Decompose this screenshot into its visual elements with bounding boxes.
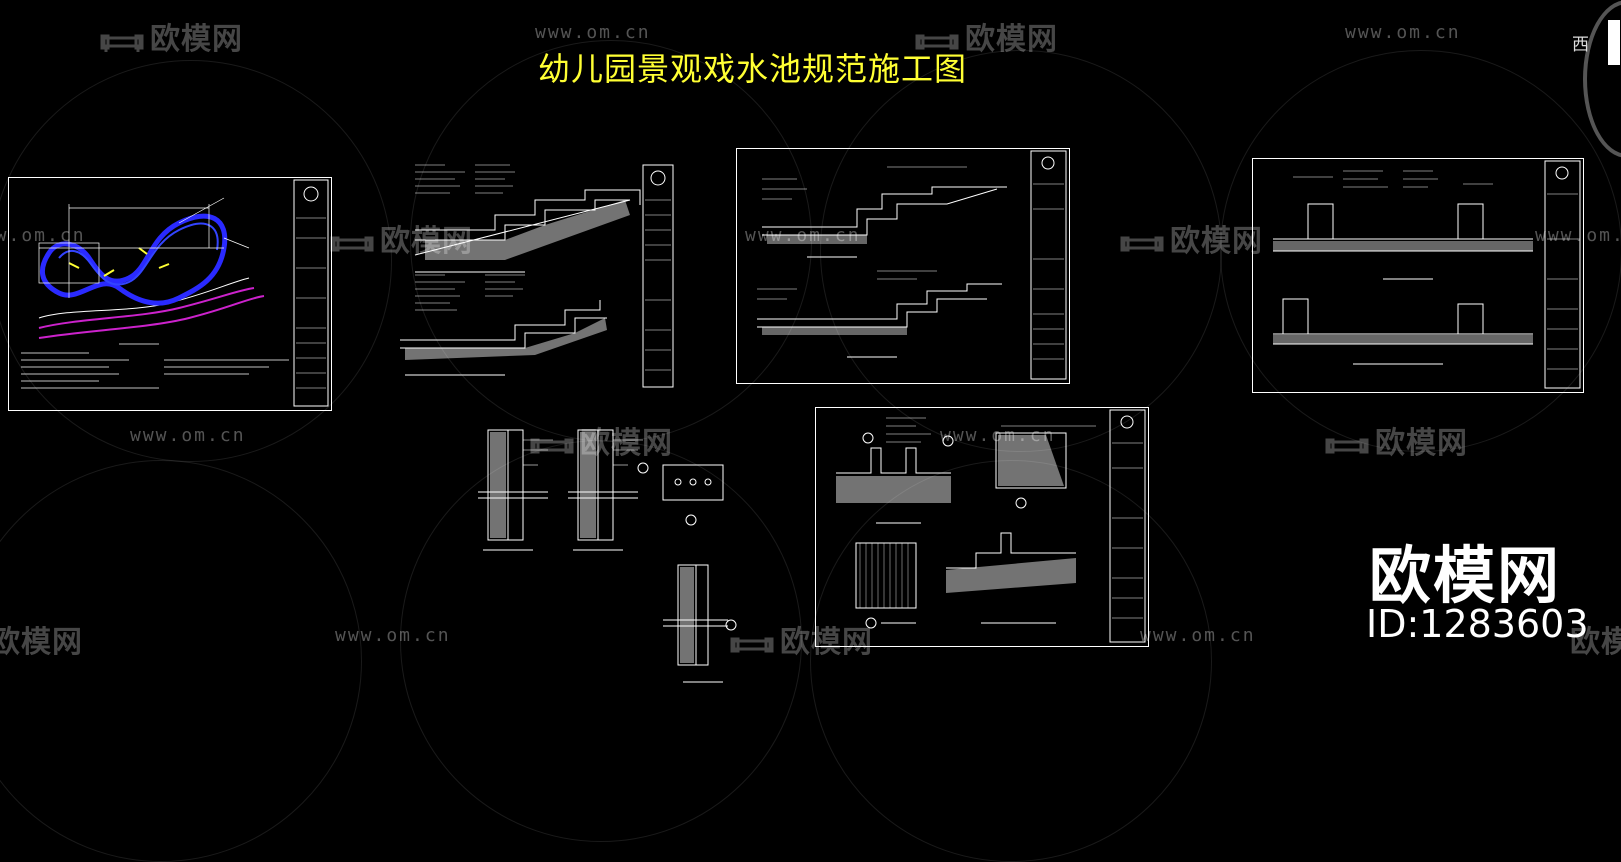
drawing-sections-steps[interactable]	[385, 160, 695, 395]
drawing-sheet-details-bottom[interactable]	[815, 407, 1149, 647]
sofa-icon	[330, 236, 374, 251]
drawing-sheet-plan[interactable]	[8, 177, 332, 411]
watermark-url: www.om.cn	[535, 22, 651, 43]
detail-drawing-right	[1273, 160, 1581, 389]
model-id: ID:1283603	[1366, 602, 1589, 646]
corner-panel-handle[interactable]	[1608, 20, 1620, 65]
pipe-detail-drawing	[478, 429, 737, 683]
watermark-url: www.om.cn	[335, 625, 451, 646]
sofa-icon	[100, 34, 144, 52]
watermark-circle	[0, 460, 362, 862]
drawing-title: 幼儿园景观戏水池规范施工图	[538, 50, 968, 88]
drawing-sheet-sections[interactable]	[736, 148, 1070, 384]
watermark-logo: 欧模网	[100, 14, 243, 58]
drawing-pipe-details[interactable]	[478, 420, 748, 695]
section-drawing	[400, 164, 674, 388]
sofa-icon	[1325, 438, 1369, 453]
watermark-url: www.om.cn	[130, 425, 246, 446]
detail-drawing-bottom	[836, 409, 1146, 643]
plan-drawing	[21, 179, 329, 407]
watermark-url: www.om.cn	[1140, 625, 1256, 646]
watermark-url: www.om.cn	[1345, 22, 1461, 43]
compass-west-label: 西	[1572, 35, 1589, 55]
watermark-logo: 欧模网	[1325, 418, 1468, 462]
drawing-sheet-details-right[interactable]	[1252, 158, 1584, 393]
sofa-icon	[1120, 236, 1164, 251]
watermark-logo: 欧模网	[1120, 216, 1263, 260]
watermark-logo: 欧模网	[0, 625, 83, 660]
brand-name: 欧模网	[1368, 539, 1561, 612]
section-drawing-2	[757, 150, 1067, 380]
